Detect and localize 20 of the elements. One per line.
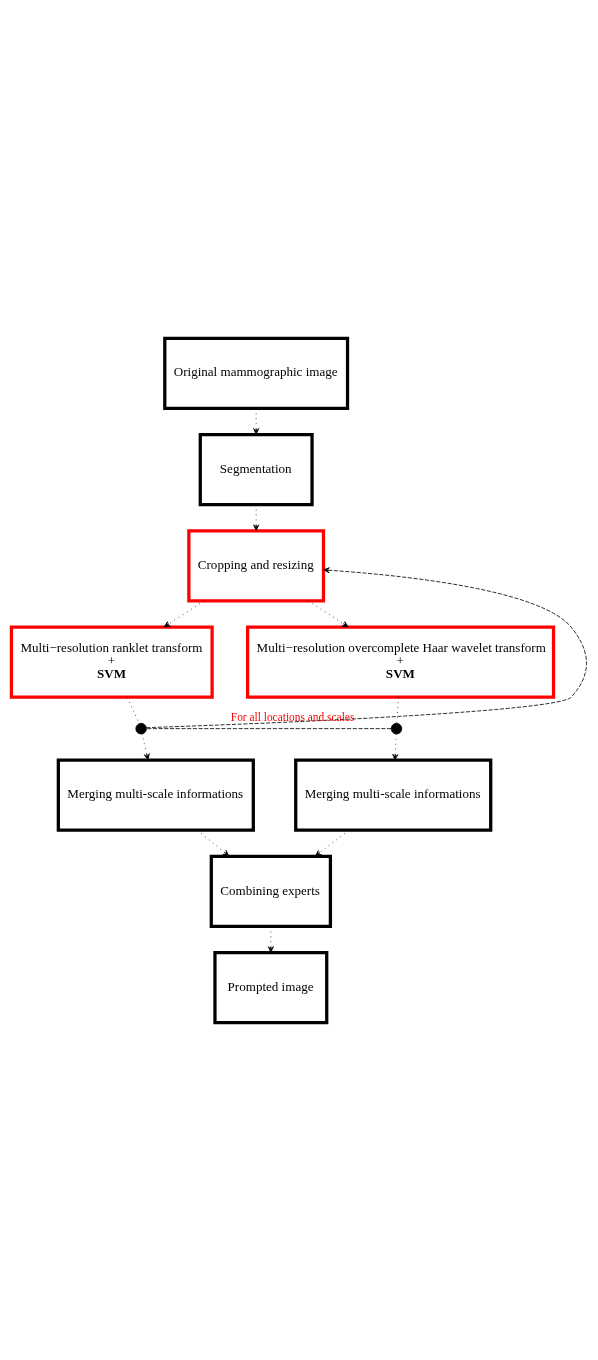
node-box: Original mammographic image <box>163 336 350 410</box>
node-box: Multi−resolution overcomplete Haar wavelet transform + SVM <box>245 624 556 699</box>
arrow <box>308 600 349 627</box>
node-box: Combining experts <box>209 854 333 928</box>
arrow <box>141 733 150 760</box>
arrow <box>392 733 399 760</box>
node-box: Segmentation <box>198 432 314 506</box>
node-box: Multi−resolution ranklet transform + SVM <box>9 624 214 699</box>
arrow <box>145 566 587 728</box>
node-box: Merging multi-scale informations <box>56 757 255 832</box>
node-box: Merging multi-scale informations <box>294 757 493 832</box>
node-box: Cropping and resizing <box>187 528 326 603</box>
edge-label: For all locations and scales <box>230 710 355 723</box>
arrow <box>197 829 230 856</box>
node-circle <box>135 722 147 734</box>
connector <box>396 696 399 723</box>
node-circle <box>390 722 403 734</box>
arrow <box>163 600 205 627</box>
node-box: Prompted image <box>213 950 329 1024</box>
connector <box>146 727 392 729</box>
